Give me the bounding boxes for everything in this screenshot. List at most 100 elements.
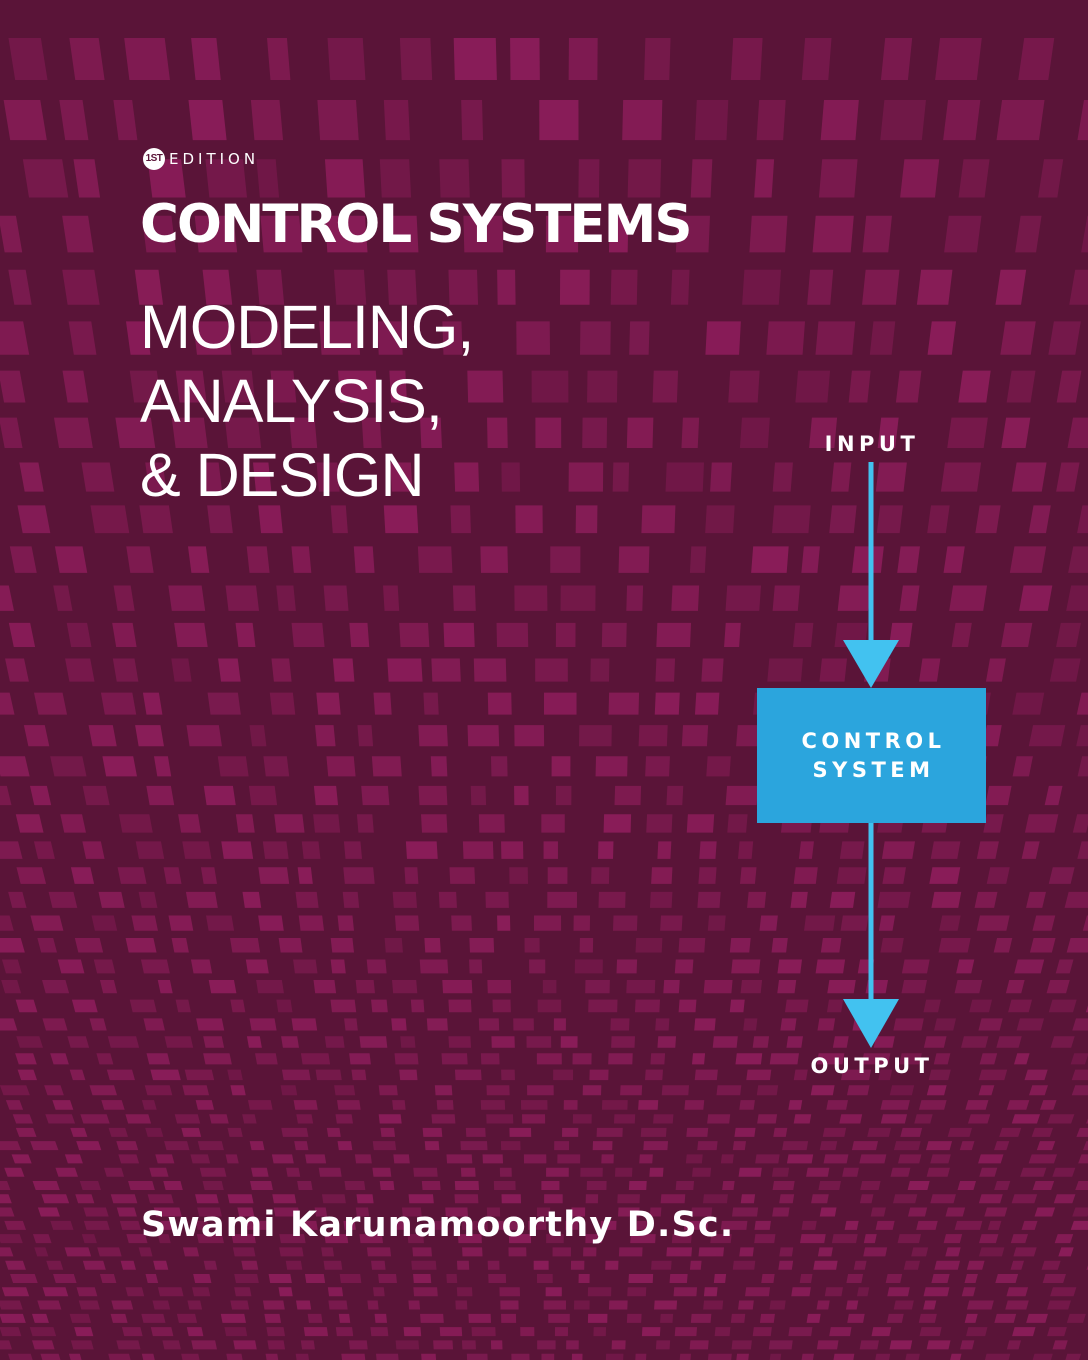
pattern-tile	[0, 692, 15, 715]
pattern-tile	[919, 1327, 942, 1337]
pattern-tile	[901, 959, 930, 974]
pattern-tile	[249, 321, 283, 355]
pattern-tile	[813, 1260, 838, 1270]
pattern-tile	[820, 100, 859, 141]
pattern-tile	[497, 915, 511, 931]
pattern-tile	[361, 785, 390, 806]
pattern-tile	[605, 1260, 619, 1270]
pattern-tile	[143, 1018, 165, 1031]
pattern-tile	[134, 269, 164, 305]
pattern-tile	[430, 756, 448, 777]
pattern-tile	[527, 1220, 547, 1230]
pattern-tile	[34, 1247, 49, 1257]
pattern-tile	[660, 1194, 686, 1204]
pattern-tile	[769, 1353, 782, 1360]
pattern-tile	[582, 417, 608, 449]
pattern-tile	[755, 1154, 780, 1164]
pattern-tile	[497, 269, 516, 305]
pattern-tile	[959, 1141, 975, 1151]
pattern-tile	[580, 1167, 603, 1177]
pattern-tile	[186, 1327, 204, 1337]
pattern-tile	[738, 841, 754, 859]
pattern-tile	[618, 546, 650, 573]
pattern-tile	[653, 1114, 674, 1124]
pattern-tile	[784, 999, 809, 1013]
pattern-tile	[951, 622, 972, 648]
pattern-tile	[184, 1069, 215, 1081]
output-label: OUTPUT	[810, 1054, 934, 1078]
pattern-tile	[392, 1100, 406, 1110]
pattern-tile	[847, 1313, 865, 1323]
pattern-tile	[993, 937, 1013, 953]
pattern-tile	[319, 321, 361, 355]
pattern-tile	[795, 370, 831, 403]
pattern-tile	[728, 370, 760, 403]
pattern-tile	[509, 867, 529, 884]
pattern-tile	[469, 959, 483, 974]
pattern-tile	[1085, 1005, 1088, 1013]
pattern-tile	[751, 546, 789, 573]
pattern-tile	[1021, 841, 1040, 859]
pattern-tile	[1006, 370, 1036, 403]
pattern-tile	[453, 38, 497, 80]
pattern-tile	[585, 1194, 599, 1204]
pattern-tile	[17, 1069, 38, 1081]
pattern-tile	[138, 891, 158, 908]
pattern-tile	[357, 725, 374, 747]
pattern-tile	[232, 1247, 256, 1257]
pattern-tile	[197, 1207, 222, 1217]
pattern-tile	[501, 841, 524, 859]
pattern-tile	[826, 1100, 848, 1110]
pattern-tile	[678, 999, 697, 1013]
pattern-tile	[83, 1207, 109, 1217]
pattern-tile	[317, 100, 359, 141]
pattern-tile	[882, 867, 906, 884]
pattern-tile	[593, 1327, 607, 1337]
pattern-tile	[575, 505, 598, 534]
subtitle-line: MODELING,	[140, 293, 474, 361]
pattern-tile	[115, 417, 156, 449]
pattern-tile	[860, 1180, 881, 1190]
pattern-tile	[875, 1220, 895, 1230]
pattern-tile	[99, 1273, 117, 1283]
pattern-tile	[500, 1141, 521, 1151]
pattern-tile	[844, 1220, 859, 1230]
pattern-tile	[160, 1220, 176, 1230]
pattern-tile	[806, 1167, 830, 1177]
pattern-tile	[886, 1313, 904, 1323]
pattern-tile	[856, 1287, 870, 1297]
pattern-tile	[418, 785, 448, 806]
pattern-tile	[326, 756, 356, 777]
pattern-tile	[176, 1313, 198, 1323]
pattern-tile	[535, 658, 568, 682]
pattern-tile	[197, 1141, 224, 1151]
pattern-tile	[978, 1085, 995, 1096]
pattern-tile	[536, 1273, 553, 1283]
pattern-tile	[565, 1220, 579, 1230]
pattern-tile	[950, 1353, 962, 1360]
pattern-tile	[471, 1327, 496, 1337]
pattern-tile	[279, 1234, 306, 1244]
pattern-tile	[470, 785, 487, 806]
pattern-tile	[870, 1207, 886, 1217]
pattern-tile	[217, 756, 249, 777]
pattern-tile	[644, 38, 671, 80]
pattern-tile	[1018, 38, 1055, 80]
pattern-tile	[514, 585, 548, 611]
pattern-tile	[1006, 1287, 1029, 1297]
pattern-tile	[29, 785, 52, 806]
pattern-tile	[93, 959, 116, 974]
pattern-tile	[195, 1194, 219, 1204]
pattern-tile	[829, 1327, 852, 1337]
pattern-tile	[227, 1127, 243, 1137]
pattern-tile	[286, 1167, 301, 1177]
pattern-tile	[32, 1340, 55, 1350]
pattern-tile	[412, 1247, 432, 1257]
pattern-tile	[41, 1194, 70, 1204]
pattern-tile	[681, 725, 709, 747]
pattern-tile	[827, 980, 856, 994]
pattern-tile	[1, 980, 22, 994]
pattern-tile	[875, 462, 907, 492]
pattern-tile	[514, 785, 529, 806]
pattern-tile	[897, 546, 920, 573]
